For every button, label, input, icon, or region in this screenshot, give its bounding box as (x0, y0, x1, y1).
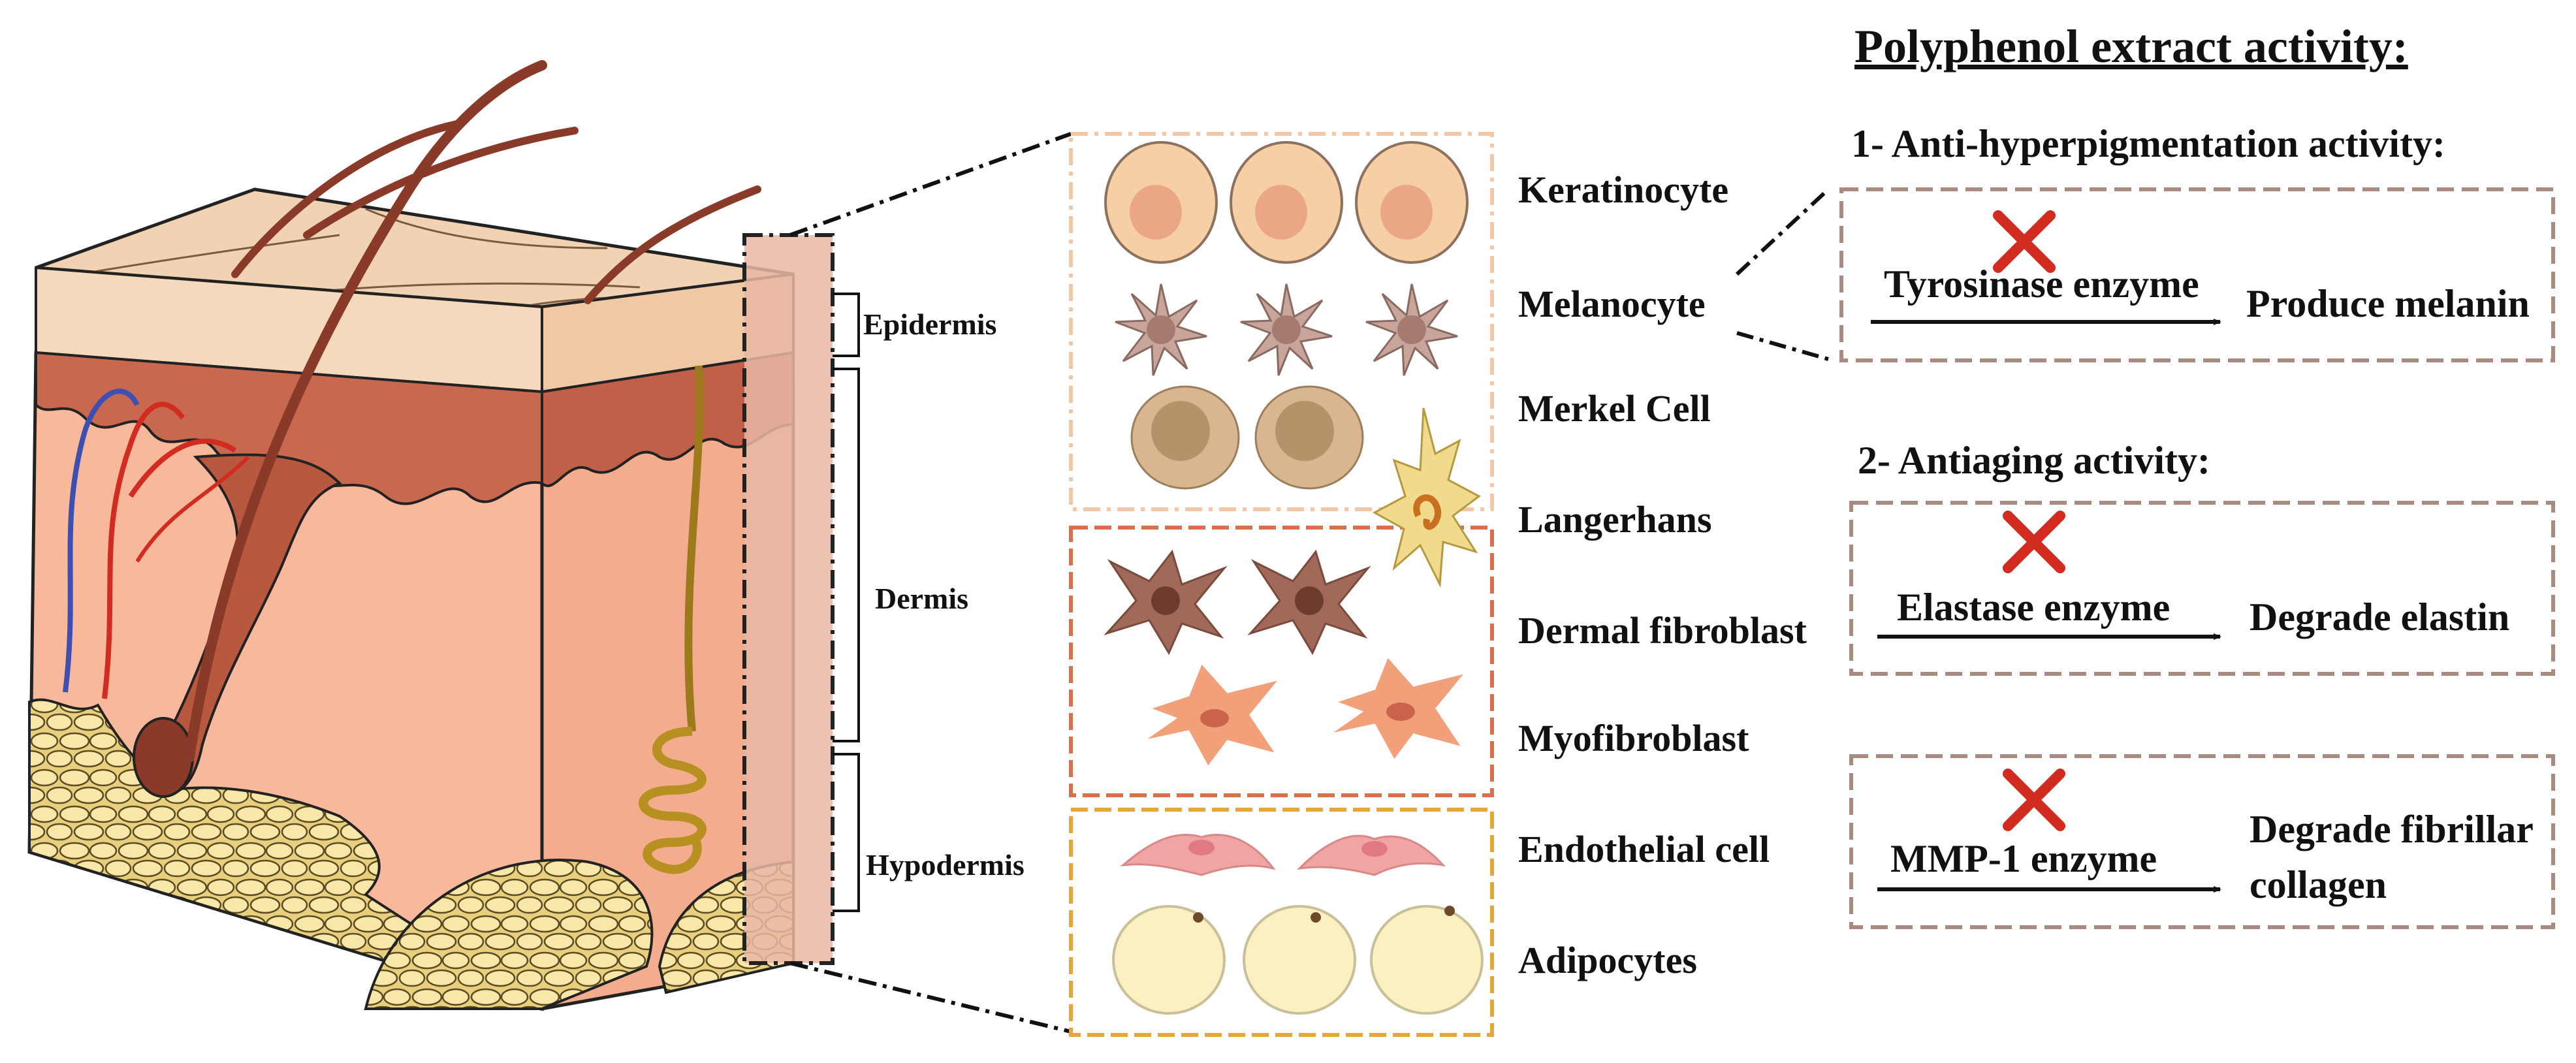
epidermis-bracket (833, 293, 860, 357)
elastase-box (1849, 501, 2555, 676)
hair-shaft-2 (231, 120, 461, 278)
melanocyte-cell (1115, 283, 1207, 376)
dermal-fibroblast-cells (1104, 549, 1371, 656)
merkel-cells (1130, 385, 1364, 490)
cell-label-merkel: Merkel Cell (1518, 387, 1711, 430)
melanocyte-cell (1365, 283, 1458, 376)
myofibroblast-cell (1328, 654, 1469, 763)
melanocyte-cell (1240, 283, 1333, 376)
melanocyte-pointer-upper (1735, 187, 1830, 276)
adipocyte-cell (1112, 905, 1226, 1015)
artery-branch (135, 455, 250, 563)
mmp1-enzyme-label: MMP-1 enzyme (1890, 837, 2157, 880)
cell-label-dermal-fibroblast: Dermal fibroblast (1518, 609, 1807, 652)
inhibition-cross-icon (2003, 769, 2065, 831)
myofibroblast-cell (1142, 661, 1283, 769)
elastase-effect-label: Degrade elastin (2250, 595, 2509, 639)
keratinocyte-cells (1104, 141, 1469, 264)
adipocyte-cell (1243, 905, 1356, 1015)
myofibroblast-cells (1142, 654, 1469, 769)
cell-label-myofibroblast: Myofibroblast (1518, 717, 1749, 759)
cell-label-endothelial: Endothelial cell (1518, 828, 1770, 870)
layer-label-hypodermis: Hypodermis (866, 848, 1025, 881)
sweat-duct (684, 365, 704, 732)
cell-label-langerhans: Langerhans (1518, 498, 1712, 541)
activity-panel: Polyphenol extract activity: 1- Anti-hyp… (1839, 20, 2555, 929)
mmp1-effect-label-line2: collagen (2250, 863, 2387, 906)
adipocyte-cells (1112, 905, 1484, 1015)
keratinocyte-nucleus (1255, 185, 1307, 240)
skin-block-illustration (27, 60, 835, 1011)
merkel-nucleus (1275, 401, 1334, 461)
layer-brackets: Epidermis Dermis Hypodermis (833, 293, 1025, 912)
hypodermis-bracket (833, 753, 860, 912)
surface-crease (78, 208, 686, 328)
keratinocyte-nucleus (1380, 185, 1433, 240)
hypodermis-cells-box (1069, 808, 1494, 1037)
hair-shaft-4 (584, 185, 761, 304)
zoom-line-top (789, 132, 1072, 237)
layer-label-epidermis: Epidermis (863, 308, 996, 341)
dermal-fibroblast-cell (1104, 549, 1228, 656)
adipocyte-nucleus (1193, 912, 1203, 923)
adipocyte-cell (1370, 905, 1484, 1015)
tyrosinase-enzyme-label: Tyrosinase enzyme (1884, 262, 2199, 306)
layer-label-dermis: Dermis (875, 582, 968, 615)
zoom-line-bottom (789, 961, 1072, 1034)
mmp1-box (1849, 754, 2555, 929)
hair-shaft-3 (303, 127, 579, 239)
vein (63, 389, 140, 693)
dermis-cells-box (1069, 526, 1494, 797)
cell-panel (1069, 132, 1494, 1037)
mmp1-effect-label-line1: Degrade fibrillar (2250, 808, 2534, 851)
epidermis-cells-box (1069, 132, 1494, 511)
cell-label-adipocytes: Adipocytes (1518, 939, 1697, 981)
section-heading-anti-hyperpigmentation: 1- Anti-hyperpigmentation activity: (1851, 122, 2445, 165)
endothelial-nucleus (1361, 841, 1388, 857)
keratinocyte-nucleus (1130, 185, 1182, 240)
hypodermis-fat-mound (364, 859, 654, 1010)
dermis-bracket (833, 368, 860, 742)
melanocyte-pointer-lower (1736, 331, 1829, 361)
adipocyte-nucleus (1311, 912, 1321, 923)
activity-title: Polyphenol extract activity: (1854, 20, 2408, 72)
inhibition-cross-icon (2003, 511, 2065, 573)
endothelial-cells (1120, 834, 1446, 876)
section-heading-antiaging: 2- Antiaging activity: (1858, 439, 2210, 482)
sweat-gland-coil (639, 727, 707, 874)
hair-bulb (133, 717, 194, 798)
langerhans-cell (1372, 407, 1481, 588)
cell-label-melanocyte: Melanocyte (1518, 283, 1706, 325)
inhibition-cross-icon (1993, 210, 2056, 273)
endothelial-nucleus (1188, 840, 1215, 855)
tyrosinase-effect-label: Produce melanin (2246, 282, 2530, 325)
tyrosinase-box (1839, 187, 2555, 362)
merkel-nucleus (1151, 401, 1210, 461)
elastase-enzyme-label: Elastase enzyme (1897, 586, 2170, 629)
dermal-fibroblast-cell (1247, 549, 1371, 656)
adipocyte-nucleus (1444, 906, 1455, 916)
cell-type-labels: Keratinocyte Melanocyte Merkel Cell Lang… (1518, 168, 1807, 981)
melanocyte-cells (1115, 283, 1458, 376)
section-strip (742, 233, 835, 965)
cell-label-keratinocyte: Keratinocyte (1518, 168, 1728, 211)
hair-shaft (184, 60, 547, 763)
artery (102, 402, 237, 699)
